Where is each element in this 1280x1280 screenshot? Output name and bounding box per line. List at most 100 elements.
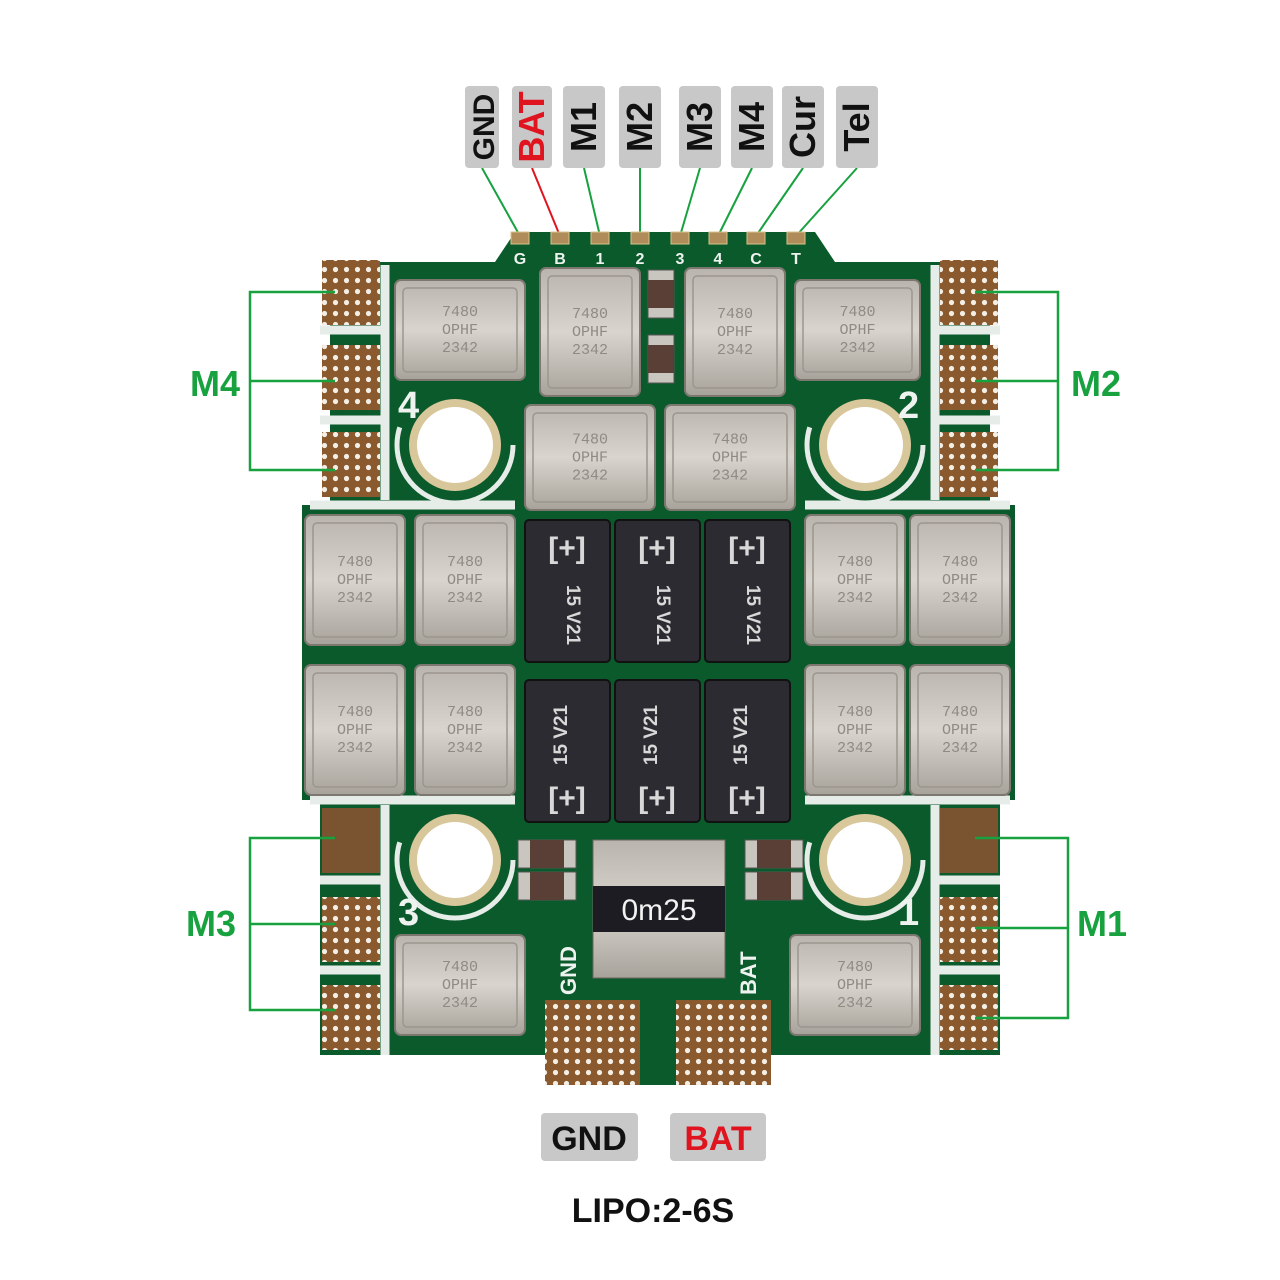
- motor-label-m3: M3: [186, 903, 236, 944]
- inductor-marking: OPHF: [442, 977, 478, 994]
- signal-pad: [746, 231, 766, 245]
- battery-bat-pad: [676, 1000, 771, 1085]
- pin-label-m3: M3: [679, 102, 720, 152]
- inductor-marking: 7480: [337, 704, 373, 721]
- inductor-marking: OPHF: [837, 977, 873, 994]
- capacitor-value: 15 V21: [652, 585, 673, 646]
- pin-leader-line: [531, 167, 561, 237]
- pin-label-box: [836, 86, 878, 168]
- inductor-marking: 7480: [572, 306, 608, 323]
- capacitor-polarity: [+]: [548, 782, 586, 815]
- motor-label-m1: M1: [1077, 903, 1127, 944]
- motor-number-3: 3: [398, 892, 419, 934]
- pad-silkscreen-letter: G: [514, 251, 526, 268]
- pin-label-m2: M2: [619, 102, 660, 152]
- inductor-marking: 7480: [337, 554, 373, 571]
- pad-silkscreen-letter: 4: [714, 251, 723, 268]
- inductor-marking: OPHF: [712, 450, 748, 467]
- pin-label-box: [782, 86, 824, 168]
- mount-hole-ring: [804, 384, 926, 506]
- pin-label-box: [679, 86, 721, 168]
- capacitor-polarity: [+]: [728, 532, 766, 565]
- inductor-marking: OPHF: [442, 322, 478, 339]
- capacitor-polarity: [+]: [638, 532, 676, 565]
- pad-silkscreen-letter: T: [791, 251, 801, 268]
- inductor-marking: 7480: [837, 959, 873, 976]
- motor-pad-left: [322, 808, 380, 873]
- inductor-marking: OPHF: [447, 722, 483, 739]
- inductor-marking: OPHF: [337, 572, 373, 589]
- pin-label-tel: Tel: [836, 102, 877, 151]
- pin-label-box: [465, 86, 499, 168]
- motor-pad-left: [322, 897, 380, 962]
- inductor-marking: 7480: [442, 304, 478, 321]
- motor-pad-left: [322, 432, 380, 497]
- inductor-marking: OPHF: [942, 572, 978, 589]
- tantalum-capacitor: [+]15 V21: [524, 519, 611, 663]
- inductor-marking: 7480: [839, 304, 875, 321]
- smd-capacitor: [744, 839, 804, 869]
- battery-gnd-label: GND: [551, 1120, 627, 1158]
- pin-label-box: [731, 86, 773, 168]
- inductor-marking: 7480: [837, 704, 873, 721]
- inductor-marking: 2342: [447, 740, 483, 757]
- white-silkscreen-lines: [310, 265, 1010, 1055]
- inductor-marking: OPHF: [942, 722, 978, 739]
- signal-pad: [510, 231, 530, 245]
- inductor-marking: 2342: [839, 340, 875, 357]
- motor-number-4: 4: [398, 385, 419, 427]
- inductor-marking: 7480: [717, 306, 753, 323]
- pin-label-box: [619, 86, 661, 168]
- mount-hole-ring: [394, 799, 516, 921]
- tantalum-capacitor: [+]15 V21: [704, 519, 791, 663]
- signal-pad: [708, 231, 728, 245]
- inductor-marking: OPHF: [837, 572, 873, 589]
- silk-bat: BAT: [736, 951, 761, 995]
- motor-brackets: [248, 290, 1070, 1020]
- gnd-label-box: [541, 1113, 638, 1161]
- tantalum-capacitor: [+]15 V21: [614, 679, 701, 823]
- mount-hole: [827, 407, 903, 483]
- inductor-marking: 7480: [837, 554, 873, 571]
- signal-pad: [786, 231, 806, 245]
- inductor-marking: OPHF: [572, 450, 608, 467]
- motor-pads: [322, 260, 998, 1050]
- motor-pad-right: [940, 345, 998, 410]
- mount-hole-ring: [394, 384, 516, 506]
- pad-silkscreen-letter: 2: [636, 251, 645, 268]
- battery-bat-label: BAT: [684, 1120, 752, 1158]
- capacitor-value: 15 V21: [562, 585, 583, 646]
- smd-capacitor: [744, 871, 804, 901]
- inductor-marking: 7480: [447, 554, 483, 571]
- inductor-marking: OPHF: [337, 722, 373, 739]
- pin-label-cur: Cur: [782, 96, 823, 158]
- tantalum-capacitor: [+] 15 V21: [704, 679, 791, 823]
- motor-pad-right: [940, 808, 998, 873]
- pin-leader-line: [481, 167, 521, 237]
- inductor-marking: 2342: [837, 590, 873, 607]
- inductor-marking: 7480: [572, 432, 608, 449]
- inductor-marking: 2342: [337, 590, 373, 607]
- battery-spec: LIPO:2-6S: [572, 1192, 734, 1230]
- motor-label-m4: M4: [190, 363, 240, 404]
- inductor-marking: 2342: [717, 342, 753, 359]
- signal-pad: [630, 231, 650, 245]
- capacitor-value: 15 V21: [731, 704, 752, 765]
- smd-capacitor: [647, 334, 675, 384]
- shunt-marking: 0m25: [621, 894, 696, 927]
- pin-label-box: [563, 86, 605, 168]
- pin-leader-line: [679, 167, 701, 237]
- tantalum-capacitor: [+]15 V21: [524, 679, 611, 823]
- inductor-marking: OPHF: [447, 572, 483, 589]
- motor-label-m2: M2: [1071, 363, 1121, 404]
- inductor-marking: 7480: [712, 432, 748, 449]
- capacitor-polarity: [+]: [728, 782, 766, 815]
- bat-label-box: [670, 1113, 766, 1161]
